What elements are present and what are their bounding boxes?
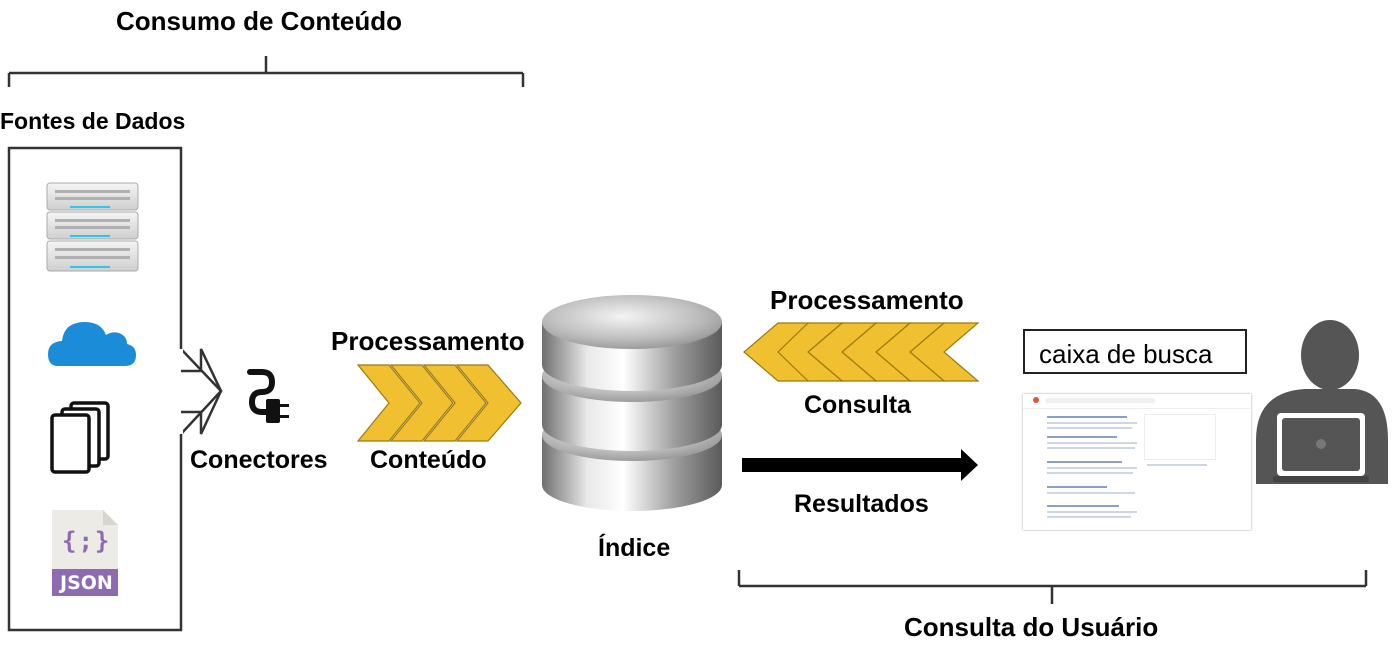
label-processamento-consulta: Processamento	[770, 285, 964, 315]
chevron-processing-query	[743, 322, 980, 382]
label-fontes-dados: Fontes de Dados	[0, 108, 186, 134]
label-indice: Índice	[598, 534, 671, 562]
plug-connector-icon	[247, 369, 289, 423]
chevron-processing-content	[356, 364, 522, 442]
label-consulta: Consulta	[804, 391, 911, 419]
search-results-screenshot	[1023, 394, 1251, 530]
search-box: caixa de busca	[1023, 329, 1247, 374]
label-conteudo: Conteúdo	[370, 446, 487, 474]
json-braces-glyph: {;}	[62, 527, 112, 555]
label-consulta-usuario: Consulta do Usuário	[904, 612, 1159, 642]
documents-stack-icon	[50, 401, 110, 474]
label-processamento-conteudo: Processamento	[331, 326, 525, 356]
user-laptop-icon	[1256, 320, 1388, 484]
server-rack-icon	[46, 182, 139, 272]
json-label: JSON	[60, 572, 113, 594]
mock-info-panel	[1144, 414, 1216, 460]
search-engine-logo-icon	[1033, 397, 1039, 403]
mock-search-bar	[1045, 398, 1155, 403]
results-arrow	[742, 449, 978, 481]
label-conectores: Conectores	[190, 446, 328, 474]
label-resultados: Resultados	[794, 490, 929, 518]
label-consumo-conteudo: Consumo de Conteúdo	[116, 6, 402, 36]
cloud-icon	[48, 322, 136, 366]
mock-header	[1023, 394, 1251, 409]
json-file-icon	[52, 510, 118, 596]
bracket-consulta-usuario	[737, 570, 1368, 604]
database-index-icon	[542, 295, 722, 511]
bracket-consumo-conteudo	[7, 56, 525, 87]
